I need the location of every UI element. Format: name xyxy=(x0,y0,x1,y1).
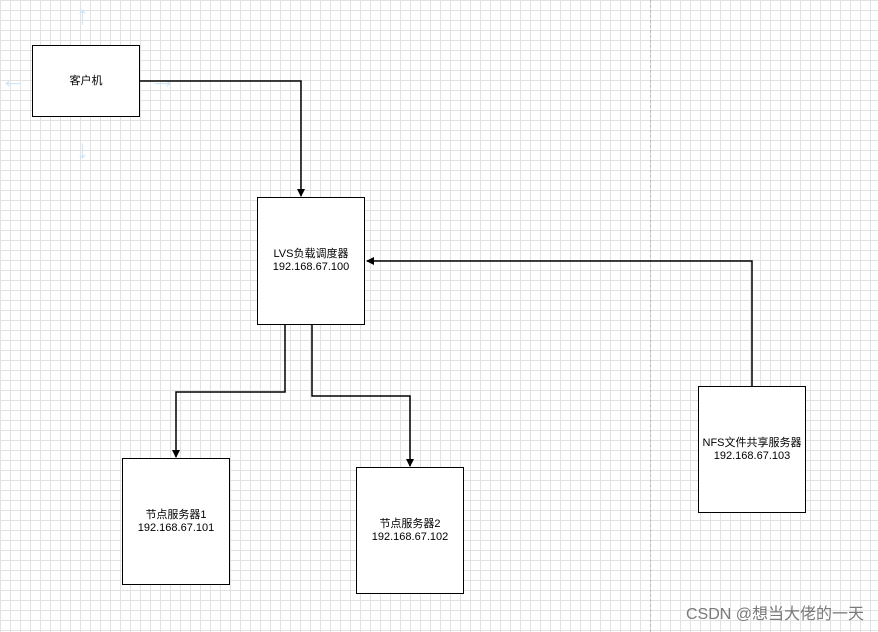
client-node[interactable]: 客户机 xyxy=(32,45,140,117)
nfs-server-node[interactable]: NFS文件共享服务器 192.168.67.103 xyxy=(698,386,806,513)
lvs-label: LVS负载调度器 xyxy=(273,248,349,260)
edge-client-to-lvs[interactable] xyxy=(140,80,305,197)
lvs-scheduler-node[interactable]: LVS负载调度器 192.168.67.100 xyxy=(257,197,365,325)
hint-arrow-left-icon[interactable]: ← xyxy=(0,64,26,94)
edge-nfs-to-lvs[interactable] xyxy=(366,257,753,387)
node-server-1[interactable]: 节点服务器1 192.168.67.101 xyxy=(122,458,230,585)
node2-ip: 192.168.67.102 xyxy=(371,530,449,543)
client-label: 客户机 xyxy=(69,74,103,87)
node2-label: 节点服务器2 xyxy=(379,517,441,530)
node-server-2[interactable]: 节点服务器2 192.168.67.102 xyxy=(356,467,464,594)
page-break-line xyxy=(650,0,651,632)
csdn-watermark: CSDN @想当大佬的一天 xyxy=(685,606,864,623)
hint-arrow-down-icon[interactable]: ↓ xyxy=(76,134,89,164)
edge-lvs-to-node1[interactable] xyxy=(172,325,286,458)
hint-arrow-right-icon[interactable]: → xyxy=(150,64,176,94)
edge-lvs-to-node2[interactable] xyxy=(311,325,414,467)
hint-arrow-up-icon[interactable]: ↑ xyxy=(76,0,89,30)
node1-ip: 192.168.67.101 xyxy=(137,521,215,534)
lvs-ip: 192.168.67.100 xyxy=(272,261,350,273)
nfs-ip: 192.168.67.103 xyxy=(713,449,791,462)
node1-label: 节点服务器1 xyxy=(145,508,207,521)
nfs-label: NFS文件共享服务器 xyxy=(702,436,802,449)
